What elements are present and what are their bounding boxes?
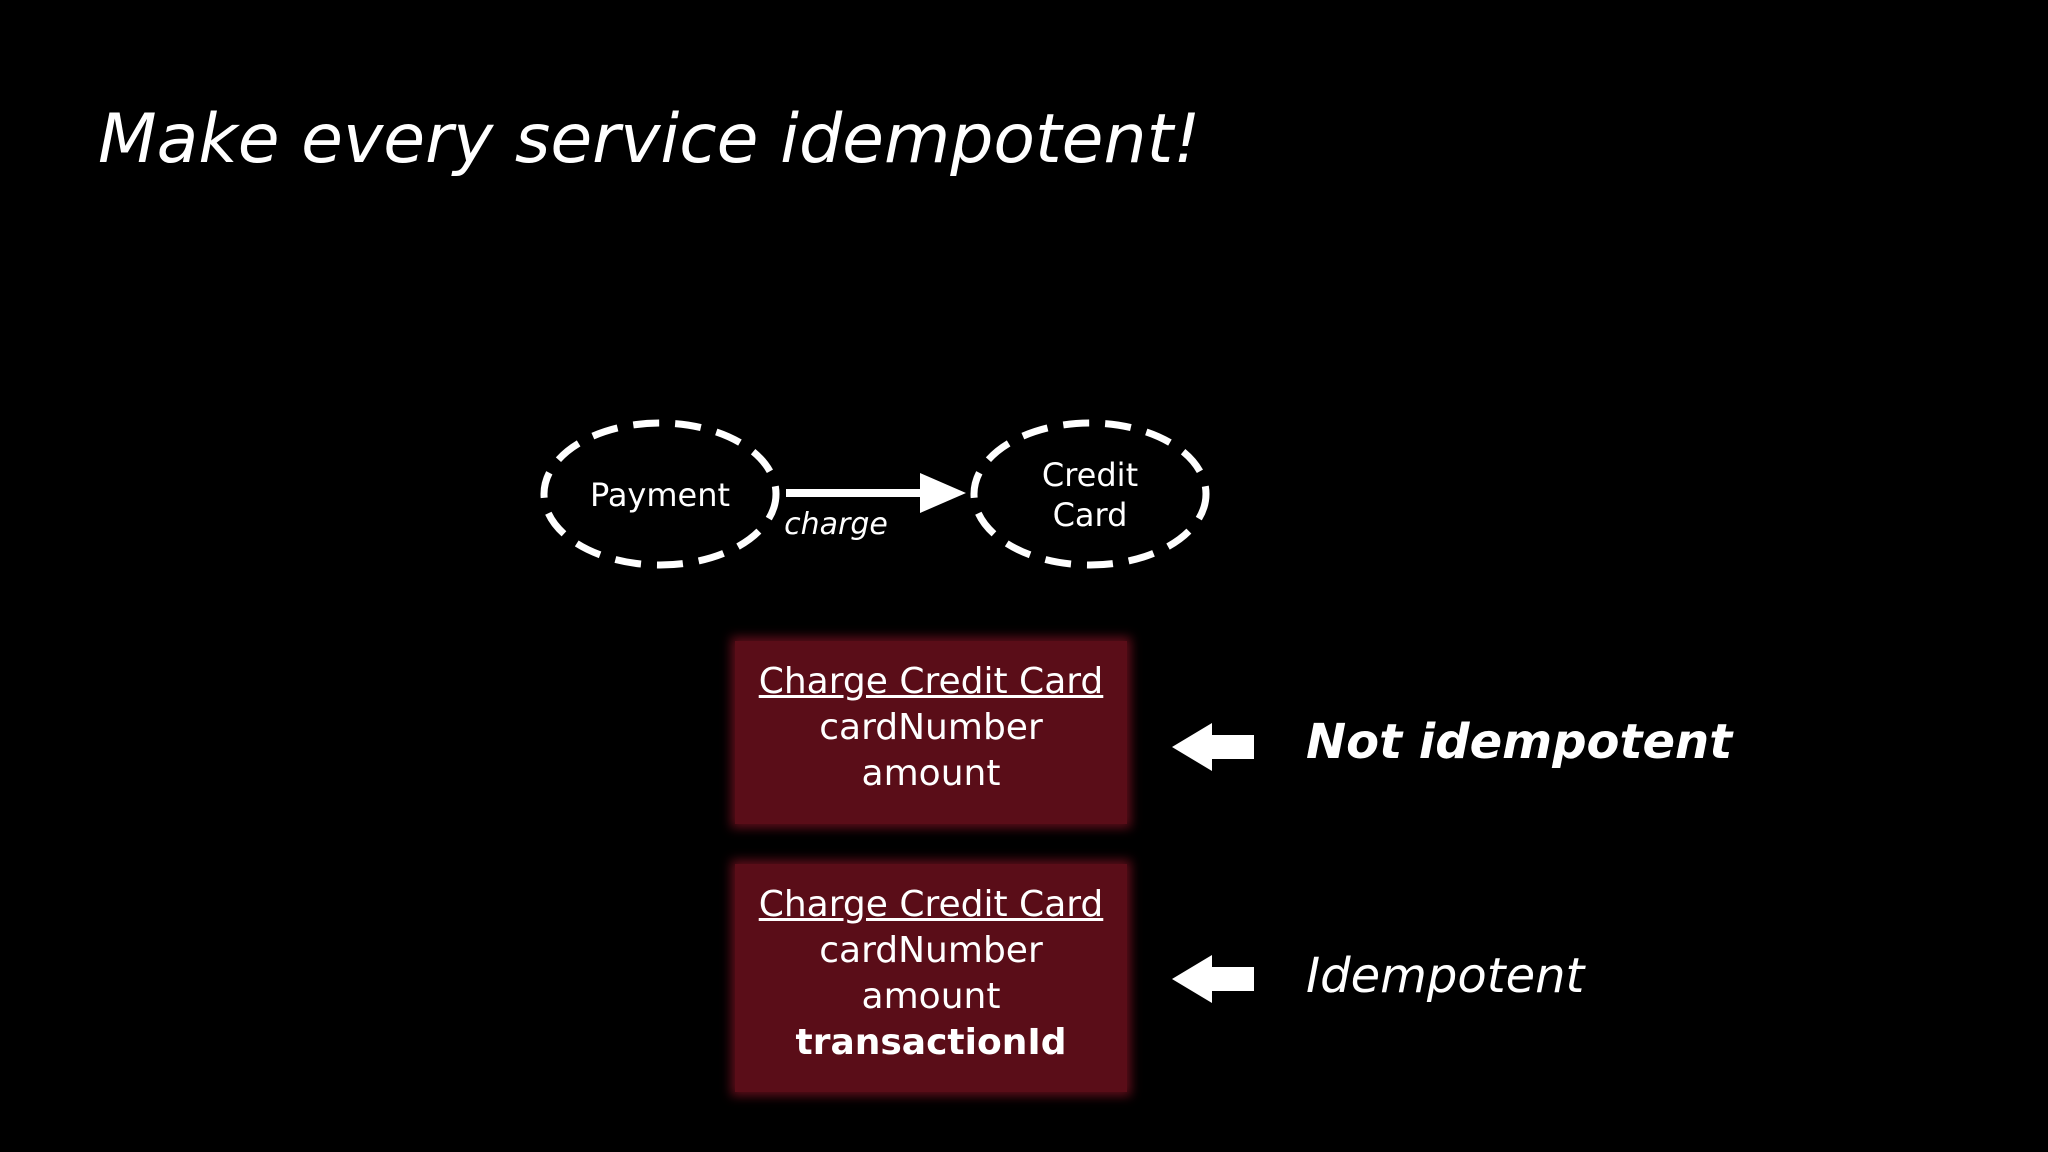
message-field-card-number: cardNumber bbox=[819, 930, 1043, 971]
verdict-idempotent: Idempotent bbox=[1306, 948, 1585, 1004]
payment-node-label: Payment bbox=[590, 476, 730, 514]
pointer-arrow-not-idempotent bbox=[1172, 723, 1254, 771]
charge-edge-label: charge bbox=[784, 507, 888, 542]
message-field-card-number: cardNumber bbox=[819, 707, 1043, 748]
payment-node bbox=[540, 419, 780, 569]
pointer-arrow-idempotent bbox=[1172, 955, 1254, 1003]
charge-arrow bbox=[786, 473, 966, 513]
credit-card-node bbox=[970, 419, 1210, 569]
message-title: Charge Credit Card bbox=[758, 884, 1104, 925]
message-field-amount: amount bbox=[861, 753, 1001, 794]
message-field-amount: amount bbox=[861, 976, 1001, 1017]
message-box-idempotent: Charge Credit Card cardNumber amount tra… bbox=[735, 864, 1127, 1092]
credit-card-node-label-line1: Credit bbox=[1042, 456, 1138, 494]
message-field-transaction-id: transactionId bbox=[795, 1022, 1067, 1063]
message-box-not-idempotent: Charge Credit Card cardNumber amount bbox=[735, 641, 1127, 824]
message-title: Charge Credit Card bbox=[758, 661, 1104, 702]
credit-card-node-label-line2: Card bbox=[1053, 496, 1128, 534]
verdict-not-idempotent: Not idempotent bbox=[1306, 714, 1733, 770]
slide-title: Make every service idempotent! bbox=[98, 100, 1201, 179]
